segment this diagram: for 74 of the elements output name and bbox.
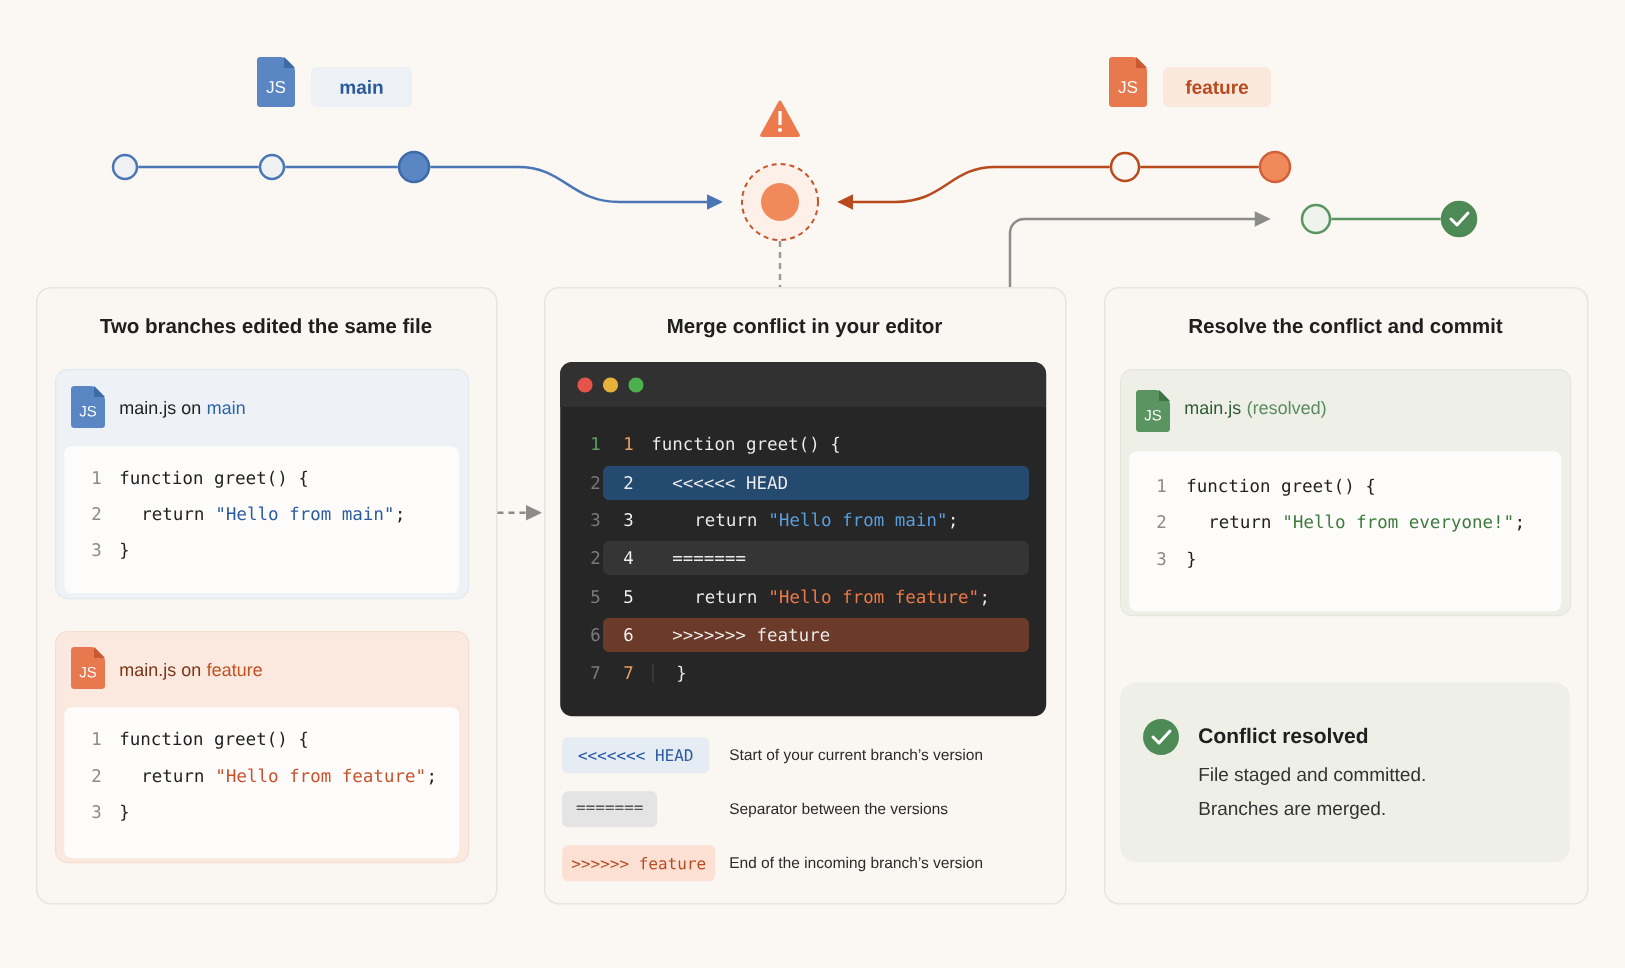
branch-tag: main [311, 67, 412, 107]
line-number: 1 [93, 471, 101, 484]
status-text: Branches are merged. [1199, 801, 1385, 819]
line-number: 2 [92, 507, 101, 520]
commit-circle [1440, 200, 1478, 238]
code-line: >>>>>>> feature [672, 627, 830, 642]
commit-circle [1109, 151, 1141, 183]
code-line: return "Hello from main" ; [697, 512, 955, 529]
line-number: 1 [1158, 479, 1166, 492]
line-number: 3 [591, 513, 600, 527]
connector-line [1140, 165, 1259, 169]
file-name: main.js on feature [120, 662, 262, 680]
panel-heading: Two branches edited the same file [100, 318, 432, 334]
line-number: function greet() { [120, 470, 307, 488]
line-number: 1 [592, 437, 600, 450]
code-line: return "Hello from feature" ; [144, 768, 433, 785]
branch-tag: feature [1163, 67, 1271, 107]
commit-circle [397, 150, 431, 184]
file-name: main.js (resolved) [1185, 400, 1326, 418]
icon-label: JS [1118, 81, 1138, 93]
line-number: 3 [92, 543, 101, 557]
line-number: 5 [591, 590, 600, 604]
line-number: 2 [1157, 515, 1166, 528]
code-line: } [678, 665, 685, 682]
connector-line [1331, 217, 1441, 221]
line-number: 1 [93, 732, 101, 745]
line-number: 5 [624, 590, 633, 604]
merge-circle [741, 163, 819, 241]
panel-heading: Merge conflict in your editor [668, 318, 942, 338]
connector-line [138, 165, 259, 169]
line-number: 6 [624, 628, 633, 642]
commit-circle [111, 153, 139, 181]
line-number: 2 [92, 769, 101, 782]
line-number: 7 [591, 666, 600, 679]
line-number: 6 [591, 628, 600, 642]
line-number: 1 [625, 437, 633, 450]
file-name: main.js on main [120, 400, 245, 418]
status-title: Conflict resolved [1199, 727, 1368, 744]
line-number: } [121, 542, 128, 559]
status-text: File staged and committed. [1199, 767, 1425, 785]
marker-chip: <<<<<<< HEAD [562, 737, 710, 774]
line-number: 2 [591, 551, 600, 564]
line-number: function greet() { [1187, 478, 1374, 496]
marker-description: Separator between the versions [729, 802, 948, 818]
code-line: ======= [672, 556, 746, 561]
icon-label: JS [79, 666, 97, 678]
marker-chip: ======= [562, 791, 658, 828]
code-line: function greet() { [652, 436, 839, 454]
icon-label: JS [79, 405, 97, 417]
line-number: 3 [1157, 552, 1166, 566]
code-line: return "Hello from feature" ; [697, 589, 986, 606]
code-line: <<<<<< HEAD [672, 476, 787, 489]
icon-label: JS [1144, 409, 1162, 421]
commit-circle [258, 153, 286, 181]
icon-label: JS [266, 81, 286, 93]
code-line: return "Hello from everyone!" ; [1211, 514, 1521, 532]
line-number: 2 [624, 476, 633, 489]
panel-heading: Resolve the conflict and commit [1189, 318, 1503, 334]
line-number: 2 [591, 476, 600, 489]
connector-line [778, 241, 782, 287]
line-number: } [1188, 551, 1195, 568]
line-number: 7 [624, 666, 633, 679]
line-number: function greet() { [120, 731, 307, 749]
commit-circle [1258, 150, 1292, 184]
line-number: 3 [624, 513, 633, 527]
marker-chip: >>>>>> feature [562, 845, 716, 882]
commit-circle [1300, 203, 1332, 235]
line-number: 4 [624, 551, 633, 564]
code-line: return "Hello from main" ; [144, 506, 402, 523]
marker-description: Start of your current branch’s version [729, 748, 982, 764]
line-number: 3 [92, 805, 101, 819]
marker-description: End of the incoming branch’s version [730, 856, 983, 872]
line-number: } [121, 804, 128, 821]
connector-line [285, 165, 398, 169]
